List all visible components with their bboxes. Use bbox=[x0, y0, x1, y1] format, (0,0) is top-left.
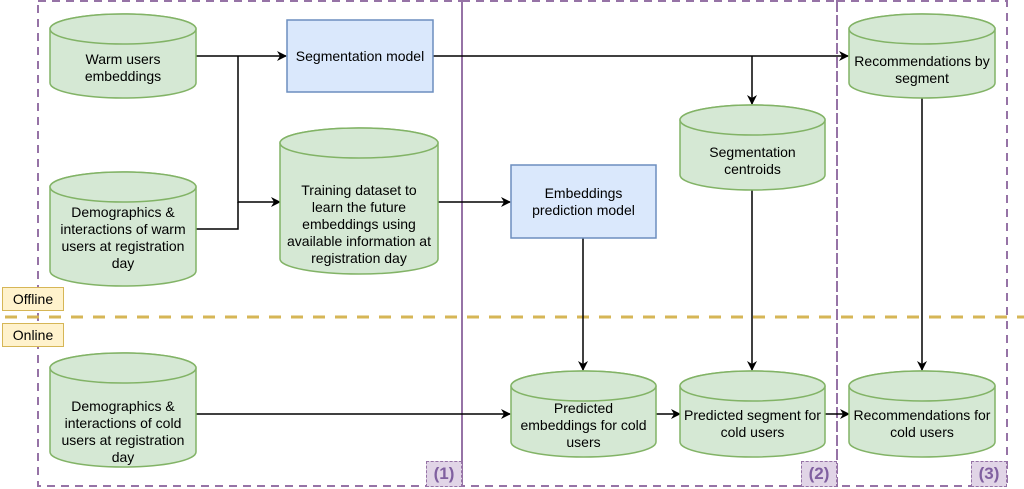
cylinder-top bbox=[49, 13, 197, 45]
cylinder-top bbox=[679, 370, 826, 402]
node-recommendations-by-segment-label: Recommendations by segment bbox=[854, 53, 990, 86]
stage-1-badge: (1) bbox=[426, 461, 462, 487]
stage-frames bbox=[37, 0, 1008, 487]
cylinder-warm-embeddings[interactable] bbox=[49, 13, 197, 99]
node-warm-embeddings-label: Warm users embeddings bbox=[84, 51, 162, 84]
cylinder-warm-demographics[interactable] bbox=[49, 171, 197, 287]
node-predicted-embeddings-label: Predicted embeddings for cold users bbox=[520, 399, 647, 450]
edge-warm-embeddings-to-training-dataset bbox=[237, 56, 281, 207]
cylinder-recommendations-by-segment[interactable] bbox=[848, 13, 996, 99]
node-warm-demographics-label: Demographics & interactions of warm user… bbox=[60, 204, 186, 271]
cylinder-top bbox=[279, 127, 439, 159]
segmentation-model-box[interactable] bbox=[286, 19, 434, 93]
node-segmentation-centroids-label: Segmentation centroids bbox=[709, 144, 796, 177]
cylinder-cold-demographics[interactable] bbox=[49, 352, 197, 468]
node-segmentation-model-label: Segmentation model bbox=[295, 47, 425, 64]
cylinder-recommendations-cold[interactable] bbox=[848, 370, 996, 458]
embeddings-prediction-model-box[interactable] bbox=[510, 164, 657, 239]
cylinder-top bbox=[848, 13, 996, 45]
edges bbox=[196, 51, 927, 419]
node-embeddings-prediction-model-label: Embeddings prediction model bbox=[532, 184, 635, 218]
cylinder-top bbox=[49, 171, 197, 203]
cylinder-training-dataset[interactable] bbox=[279, 127, 439, 275]
stage-3-frame bbox=[836, 0, 1008, 487]
online-phase-tag: Online bbox=[2, 323, 64, 347]
stage-2-badge: (2) bbox=[801, 461, 837, 487]
offline-phase-tag: Offline bbox=[2, 287, 64, 311]
node-recommendations-cold-label: Recommendations for cold users bbox=[853, 407, 991, 440]
node-training-dataset-label: Training dataset to learn the future emb… bbox=[287, 181, 431, 266]
cylinder-top bbox=[679, 104, 826, 136]
edge-warm-demographics-to-training-dataset bbox=[196, 202, 239, 230]
cylinder-segmentation-centroids[interactable] bbox=[679, 104, 826, 191]
cylinder-predicted-segment[interactable] bbox=[679, 370, 826, 458]
cylinder-top bbox=[848, 370, 996, 402]
cylinder-top bbox=[510, 370, 657, 402]
cylinder-top bbox=[49, 352, 197, 384]
cylinder-predicted-embeddings[interactable] bbox=[510, 370, 657, 458]
stage-1-frame bbox=[37, 0, 463, 487]
node-cold-demographics-label: Demographics & interactions of cold user… bbox=[61, 398, 185, 465]
node-predicted-segment-label: Predicted segment for cold users bbox=[684, 407, 821, 440]
stage-3-badge: (3) bbox=[971, 461, 1007, 487]
